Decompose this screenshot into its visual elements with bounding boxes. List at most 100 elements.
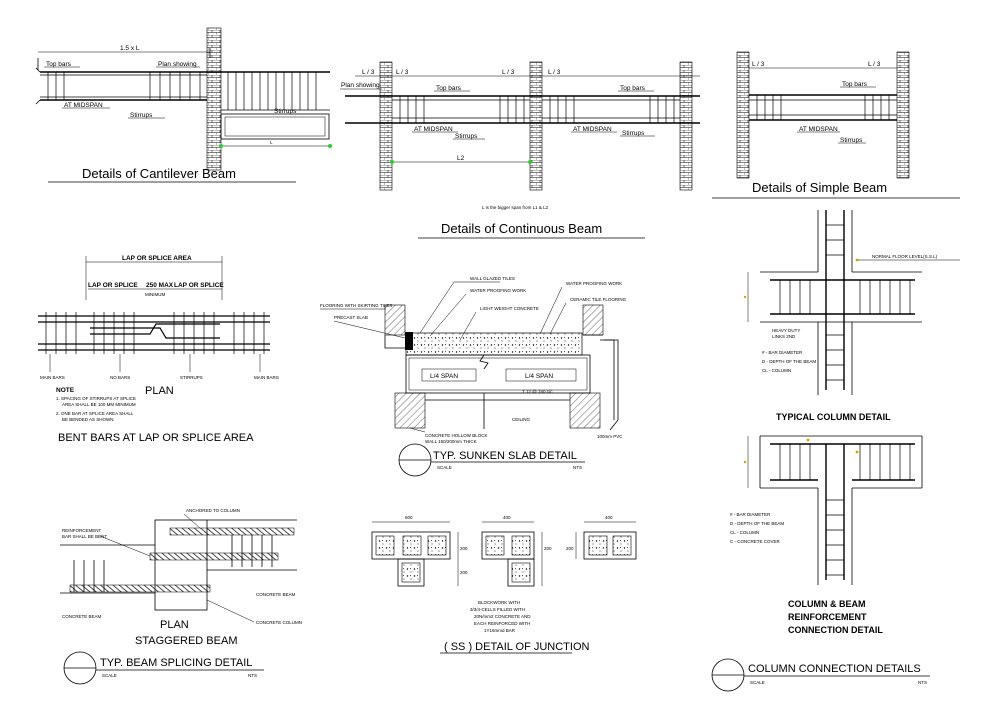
continuous-stirrups-b: Stirrups: [622, 130, 645, 137]
sunken-span-right: L/4 SPAN: [525, 373, 553, 380]
junction-side-d: 200: [566, 546, 574, 551]
sunken-fill-concrete: [405, 332, 583, 356]
continuous-column-mid: [529, 61, 543, 191]
column-conn-3: CONNECTION DETAIL: [788, 625, 883, 635]
bent-note-head: NOTE: [56, 387, 75, 394]
sunken-wall-right: [582, 304, 604, 336]
splice-concrete-beam-left: CONCRETE BEAM: [62, 614, 102, 619]
splice-anchor: ANCHORED TO COLUMN: [186, 508, 240, 513]
column-leg-a1: # - BAR DIAMETER: [762, 350, 803, 355]
precast-slab-block: [405, 332, 413, 350]
column-details: NORMAL FLOOR LEVEL(S.S.L) HEAVY DUTY LIN…: [711, 210, 960, 692]
splice-concrete-column: CONCRETE COLUMN: [256, 620, 302, 625]
continuous-top-bars-b: Top bars: [620, 85, 646, 92]
continuous-note: L is the bigger span from L1 & L2: [482, 205, 549, 210]
sunken-hollow-block: CONCRETE HOLLOW BLOCK: [425, 433, 488, 438]
bent-note-1b: AREA SHALL BE 100 MM MINIMUM: [62, 402, 136, 407]
bent-title: BENT BARS AT LAP OR SPLICE AREA: [58, 432, 254, 444]
continuous-l3-d: L / 3: [548, 69, 561, 76]
simple-column-left: [736, 51, 750, 179]
junction-note-1: BLOCKWORK WITH: [478, 600, 520, 605]
continuous-l3-a: L / 3: [362, 69, 375, 76]
splice-reinforce-a: REINFORCEMENT: [62, 528, 102, 533]
column-conn-2: REINFORCEMENT: [788, 612, 867, 622]
column-nts: NTS: [918, 680, 927, 685]
sunken-span-left: L/4 SPAN: [430, 373, 458, 380]
bent-plan-label: PLAN: [145, 385, 174, 397]
junction-note-5: 1Y16mmd BAR: [484, 628, 516, 633]
column-leg-b3: CL - COLUMN: [730, 530, 759, 535]
sunken-ceiling: CEILING: [512, 417, 531, 422]
splice-nts: NTS: [248, 673, 257, 678]
column-conn-1: COLUMN & BEAM: [788, 599, 866, 609]
cantilever-title: Details of Cantilever Beam: [82, 166, 236, 181]
splice-title: TYP. BEAM SPLICING DETAIL: [100, 657, 252, 669]
junction-note-3: 20N/mm2 CONCRETE AND: [474, 614, 531, 619]
cantilever-plan-showing-label: Plan showing: [158, 61, 197, 68]
sunken-ceramic: CERAMIC TILE FLOORING: [570, 297, 627, 302]
cantilever-top-bars-label: Top bars: [46, 61, 72, 68]
continuous-top-bars-a: Top bars: [436, 85, 462, 92]
column-leg-b2: D - DEPTH OF THE BEAM: [730, 521, 784, 526]
column-leg-a2: D - DEPTH OF THE BEAM: [762, 359, 816, 364]
cantilever-wall: [206, 27, 222, 171]
junction-dim-b: 400: [503, 515, 511, 520]
continuous-l2-label: L2: [457, 155, 465, 162]
sunken-nts: NTS: [573, 465, 582, 470]
sunken-pvc: 100mm PVC: [597, 434, 623, 439]
splice-scale: SCALE: [102, 673, 117, 678]
junction-note-4: EACH REINFORCED WITH: [474, 621, 530, 626]
beam-splicing-detail: ANCHORED TO COLUMN REINFORCEMENT BAR SHA…: [60, 508, 302, 685]
column-floor-level: NORMAL FLOOR LEVEL(S.S.L): [872, 254, 938, 259]
junction-note-2: 3/3/4-CELLS FILLED WITH: [470, 607, 525, 612]
cantilever-span-label: 1.5 x L: [120, 45, 140, 52]
continuous-stirrups-a: Stirrups: [455, 133, 478, 140]
sunken-flooring-skirting: FLOORING WITH SKIRTING TILES: [320, 303, 392, 308]
column-leg-a3: CL - COLUMN: [762, 368, 791, 373]
sunken-hollow-block-b: WALL 150/200mm THICK: [425, 439, 477, 444]
sunken-water-proof-right: WATER PROOFING WORK: [566, 281, 622, 286]
continuous-column-left: [379, 61, 393, 191]
sunken-block-left: [394, 392, 426, 429]
bent-lap-right: LAP OR SPLICE: [174, 282, 224, 289]
continuous-midspan-a: AT MIDSPAN: [414, 126, 453, 133]
junction-detail: 600 400 400 200 200 200 200 BLOCKWORK WI…: [371, 515, 637, 654]
bent-lap-left: LAP OR SPLICE: [88, 282, 138, 289]
bent-note-1: 1. SPACING OF STIRRUPS AT SPLICE: [56, 396, 136, 401]
continuous-beam-detail: L / 3 L / 3 L / 3 L / 3 Plan showing Top…: [340, 61, 700, 239]
continuous-plan-showing: Plan showing: [341, 82, 380, 89]
bent-note-2b: BE BENDED AS SHOWN: [62, 417, 114, 422]
column-typical-title: TYPICAL COLUMN DETAIL: [776, 412, 891, 422]
bent-lap-mid: 250 MAX: [146, 282, 174, 289]
junction-dim-c: 400: [605, 515, 613, 520]
bent-bars-detail: LAP OR SPLICE AREA LAP OR SPLICE 250 MAX…: [38, 255, 279, 444]
continuous-column-right: [679, 61, 693, 191]
continuous-l3-b: L / 3: [396, 69, 409, 76]
sunken-light-weight: LIGHT WEIGHT CONCRETE: [480, 306, 539, 311]
column-leg-b4: C - CONCRETE COVER: [730, 539, 781, 544]
bent-minimum: MINIMUM: [145, 292, 165, 297]
simple-stirrups: Stirrups: [840, 137, 863, 144]
column-heavy-duty: HEAVY DUTY: [772, 328, 800, 333]
cantilever-stirrups-label: Stirrups: [130, 112, 153, 119]
simple-beam-detail: L / 3 L / 3 Top bars AT MIDSPAN Stirrups…: [712, 51, 960, 199]
simple-midspan: AT MIDSPAN: [799, 126, 838, 133]
cantilever-beam-detail: 1.5 x L L Top bars Plan showing AT M: [35, 27, 332, 183]
continuous-midspan-b: AT MIDSPAN: [573, 126, 612, 133]
junction-side-c: 200: [544, 546, 552, 551]
continuous-l3-c: L / 3: [502, 69, 515, 76]
column-leg-b1: # - BAR DIAMETER: [730, 512, 771, 517]
simple-column-right: [896, 51, 910, 179]
sunken-slab-detail: L/4 SPAN L/4 SPAN T 12 @ 150 c/c WALL GL…: [320, 276, 627, 477]
continuous-title: Details of Continuous Beam: [441, 221, 602, 236]
sunken-water-proof: WATER PROOFING WORK: [470, 288, 526, 293]
splice-concrete-beam-right: CONCRETE BEAM: [256, 592, 296, 597]
cantilever-midspan-label: AT MIDSPAN: [64, 102, 103, 109]
sunken-title: TYP. SUNKEN SLAB DETAIL: [433, 450, 577, 462]
splice-subtitle: STAGGERED BEAM: [135, 635, 237, 647]
sunken-wall-left: [384, 304, 406, 336]
splice-column: [154, 519, 208, 611]
sunken-scale: SCALE: [437, 465, 452, 470]
